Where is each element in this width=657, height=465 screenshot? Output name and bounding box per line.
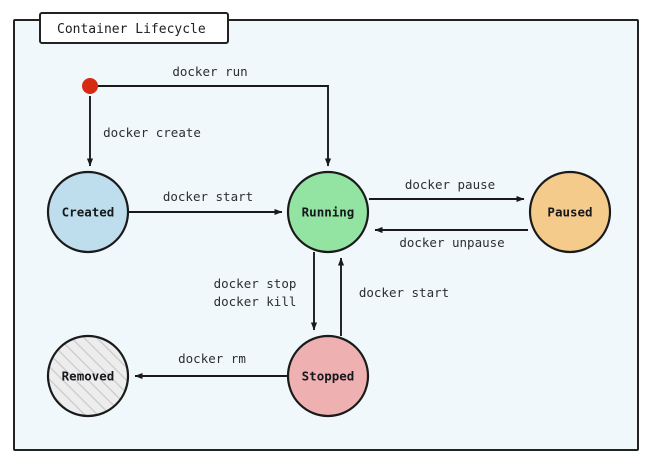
node-running-label: Running [302,205,355,220]
node-removed-circle[interactable] [46,334,130,418]
node-paused-label: Paused [547,205,592,220]
edge-label-docker-pause: docker pause [405,177,495,192]
edge-stopped-to-running: docker start [337,257,449,336]
edge-running-to-paused: docker pause [369,177,525,203]
edge-label-docker-create: docker create [103,125,201,140]
subgraph-title-box [39,12,229,44]
subgraph-title: Container Lifecycle [39,12,229,44]
edge-line-start-to-running [98,85,332,167]
node-paused[interactable]: Paused [528,170,612,254]
node-stopped[interactable]: Stopped [286,334,370,418]
edge-label-docker-stop: docker stop [214,276,297,291]
edge-label-docker-unpause: docker unpause [399,235,504,250]
edge-start-to-created: docker create [86,96,201,167]
node-created[interactable]: Created [46,170,130,254]
edge-label-docker-start-created: docker start [163,189,253,204]
edge-paused-to-running: docker unpause [374,226,528,250]
node-stopped-circle[interactable] [286,334,370,418]
start-state-dot [82,78,98,94]
edge-stopped-to-removed: docker rm [134,351,287,380]
node-running[interactable]: Running [286,170,370,254]
edge-start-to-running: docker run [98,64,332,167]
edge-label-docker-run: docker run [172,64,247,79]
edge-created-to-running: docker start [129,189,283,216]
edge-label-docker-start-stopped: docker start [359,285,449,300]
node-running-circle[interactable] [286,170,370,254]
edge-label-docker-rm: docker rm [178,351,246,366]
node-removed-label: Removed [62,369,115,384]
node-created-circle[interactable] [46,170,130,254]
node-created-label: Created [62,205,115,220]
node-paused-circle[interactable] [528,170,612,254]
edge-running-to-stopped: docker stop docker kill [214,252,318,331]
node-removed[interactable]: Removed [46,334,130,418]
edge-label-docker-kill: docker kill [214,294,297,309]
subgraph-title-label: Container Lifecycle [57,22,206,37]
node-stopped-label: Stopped [302,369,355,384]
